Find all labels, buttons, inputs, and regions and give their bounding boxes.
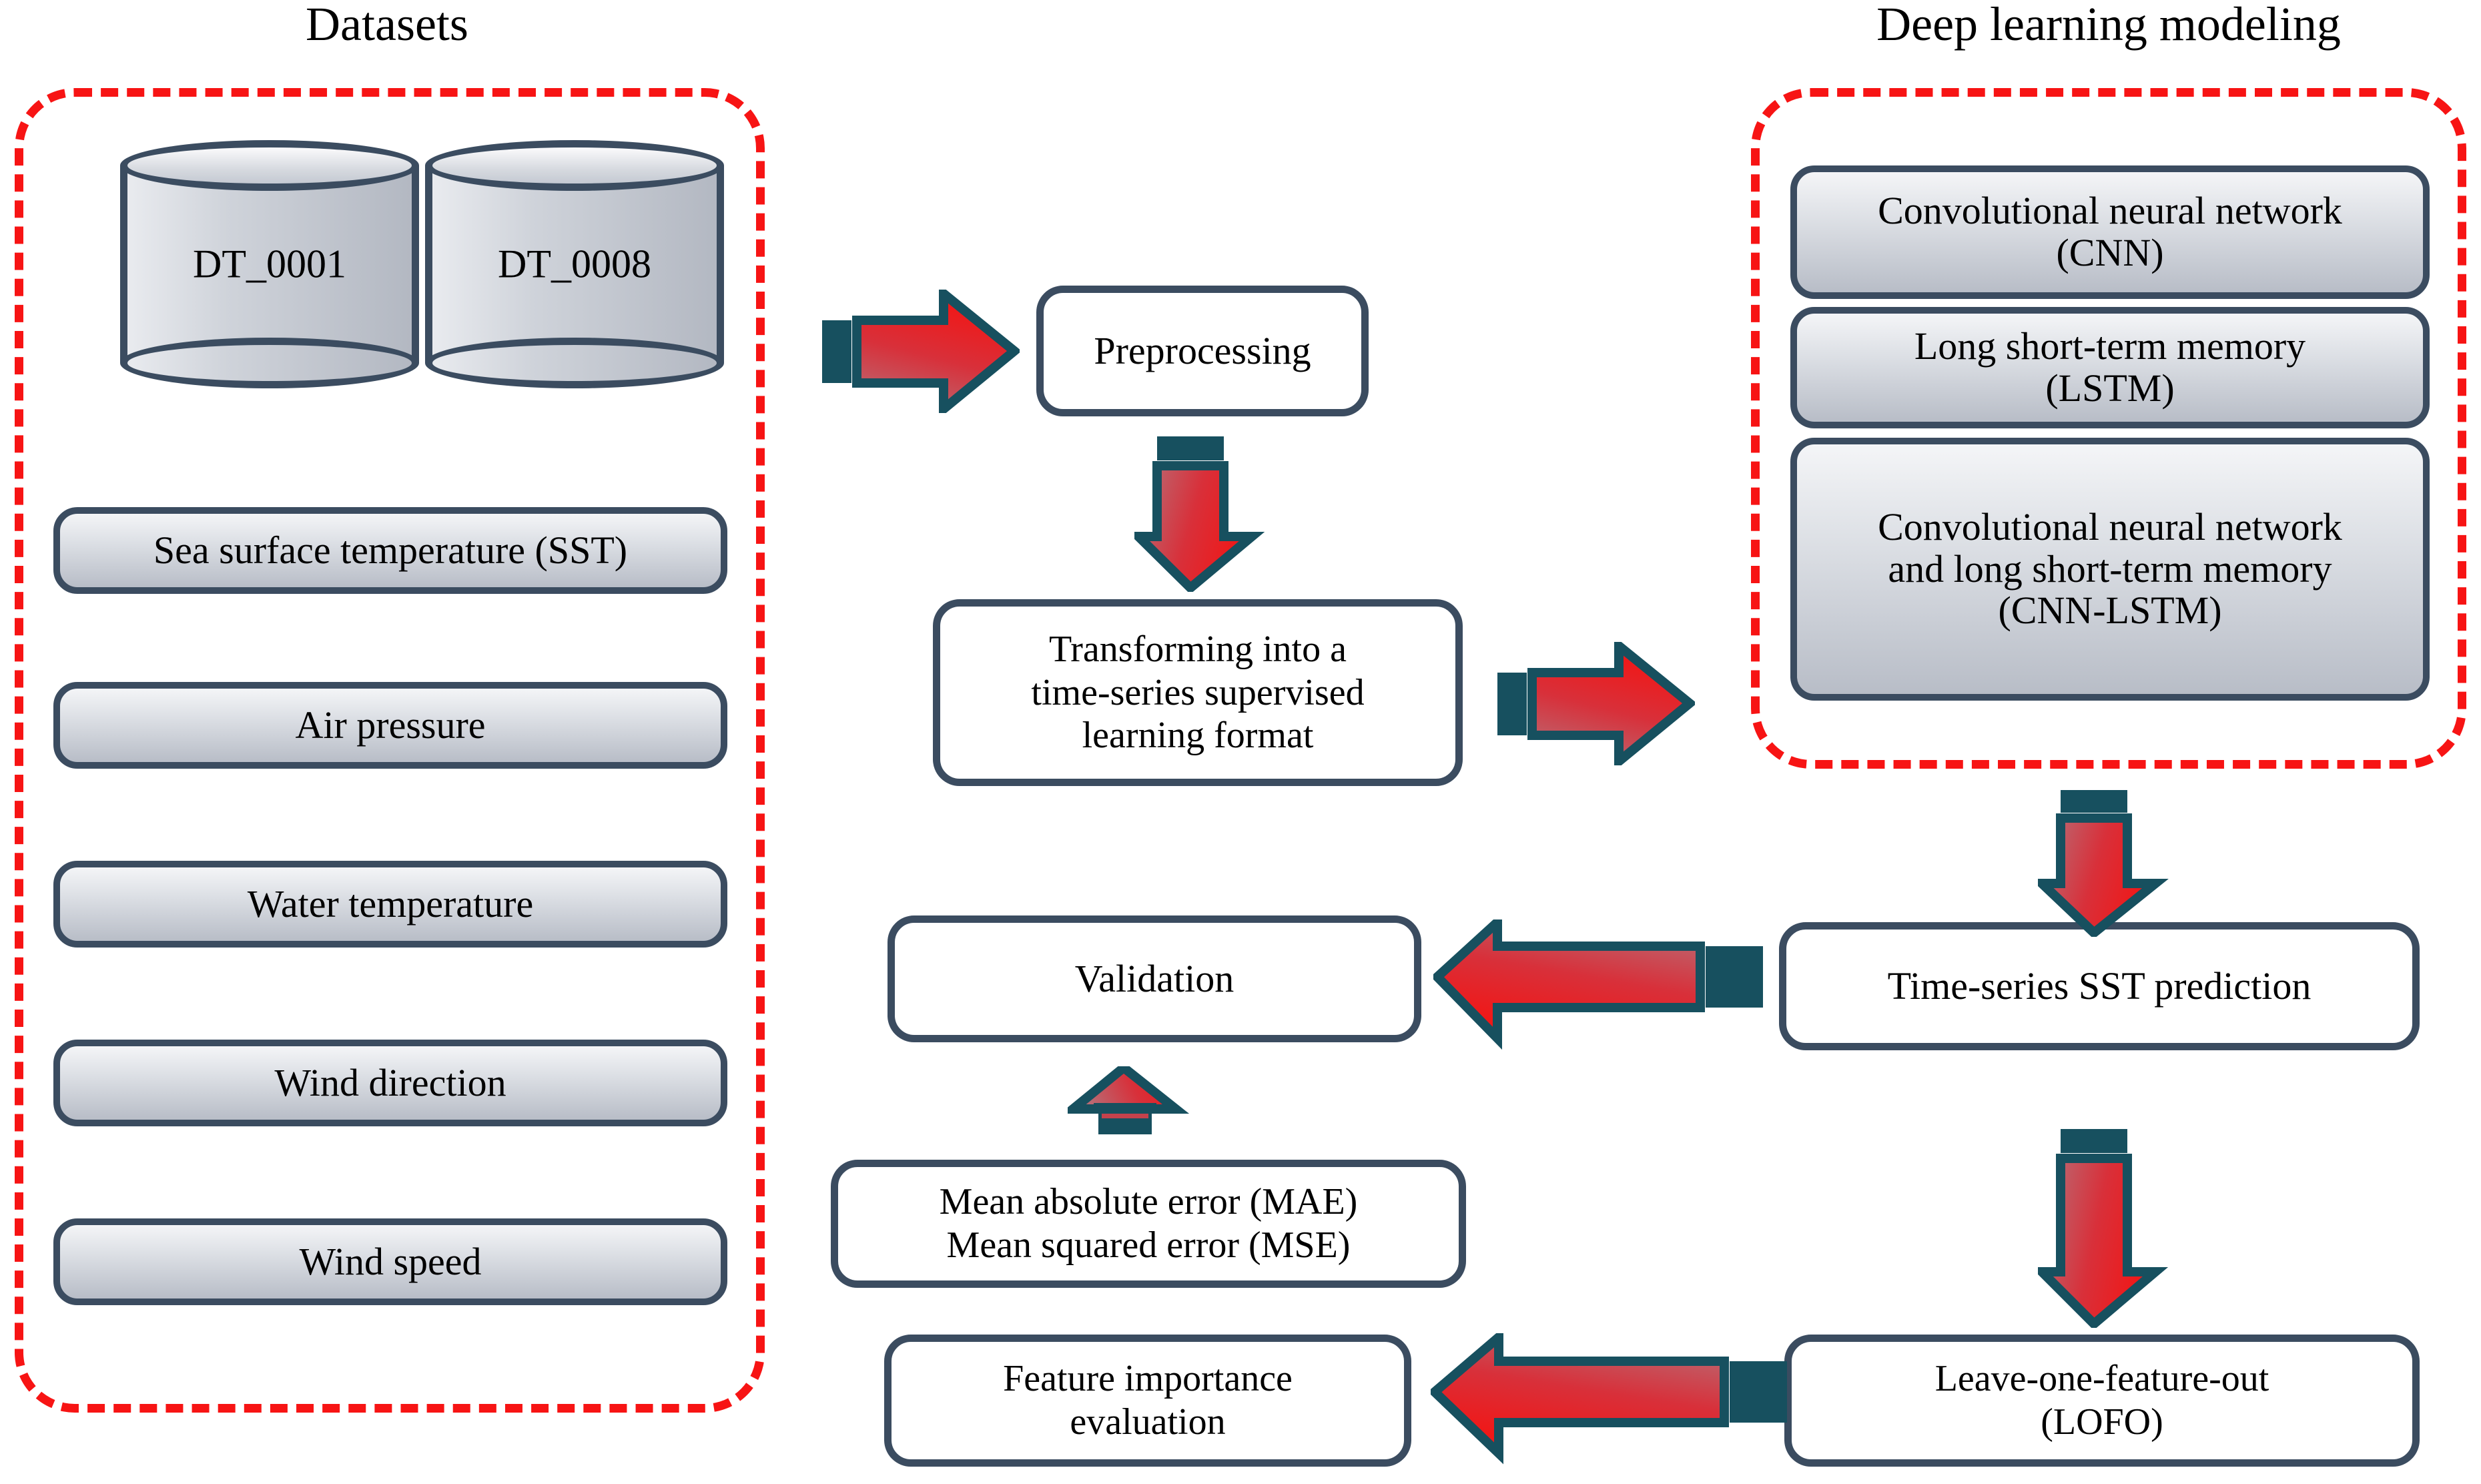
database-label: DT_0008 [498,242,651,286]
deep-learning-group-title: Deep learning modeling [1876,0,2341,51]
datasets-group-title: Datasets [306,0,468,51]
metrics-box: Mean absolute error (MAE) Mean squared e… [831,1160,1466,1288]
prediction-box: Time-series SST prediction [1779,922,2420,1050]
arrow-metrics-to-validation [1068,1066,1234,1156]
database-label: DT_0001 [193,242,346,286]
cylinder-body [120,165,419,363]
cylinder-body [425,165,724,363]
feature-box-wind-direction: Wind direction [53,1040,727,1126]
arrow-prediction-to-validation [1433,919,1767,1053]
datasets-dashed-container [15,88,765,1413]
metrics-label: Mean absolute error (MAE) Mean squared e… [939,1181,1358,1266]
feature-box-sst: Sea surface temperature (SST) [53,507,727,594]
feature-importance-box: Feature importance evaluation [884,1335,1411,1467]
preprocessing-box: Preprocessing [1036,286,1369,416]
feature-box-air-pressure: Air pressure [53,682,727,769]
lofo-box: Leave-one-feature-out (LOFO) [1784,1335,2420,1467]
cylinder-bottom [120,338,419,388]
feature-box-water-temperature: Water temperature [53,861,727,948]
model-box-cnn: Convolutional neural network (CNN) [1790,165,2430,299]
cylinder-top [120,140,419,191]
arrow-preprocessing-to-transforming [1134,435,1272,592]
database-cylinder-dt0001: DT_0001 [120,140,419,388]
arrow-prediction-to-lofo [2038,1128,2175,1328]
feature-importance-label: Feature importance evaluation [1003,1358,1293,1443]
database-cylinder-dt0008: DT_0008 [425,140,724,388]
model-label: Long short-term memory (LSTM) [1914,324,2306,410]
model-label: Convolutional neural network (CNN) [1878,189,2342,274]
cylinder-top [425,140,724,191]
deep-learning-dashed-container [1751,88,2466,769]
model-box-cnn-lstm: Convolutional neural network and long sh… [1790,438,2430,701]
arrow-datasets-to-preprocessing [819,290,1020,413]
transforming-box: Transforming into a time-series supervis… [933,599,1463,786]
feature-box-wind-speed: Wind speed [53,1218,727,1305]
model-box-lstm: Long short-term memory (LSTM) [1790,307,2430,428]
model-label: Convolutional neural network and long sh… [1878,505,2342,633]
lofo-label: Leave-one-feature-out (LOFO) [1934,1358,2269,1443]
cylinder-bottom [425,338,724,388]
validation-box: Validation [888,915,1421,1042]
arrow-transforming-to-models [1495,642,1695,765]
transforming-label: Transforming into a time-series supervis… [1031,628,1365,757]
arrow-models-to-prediction [2038,789,2175,937]
arrow-lofo-to-feature-importance [1431,1333,1791,1468]
